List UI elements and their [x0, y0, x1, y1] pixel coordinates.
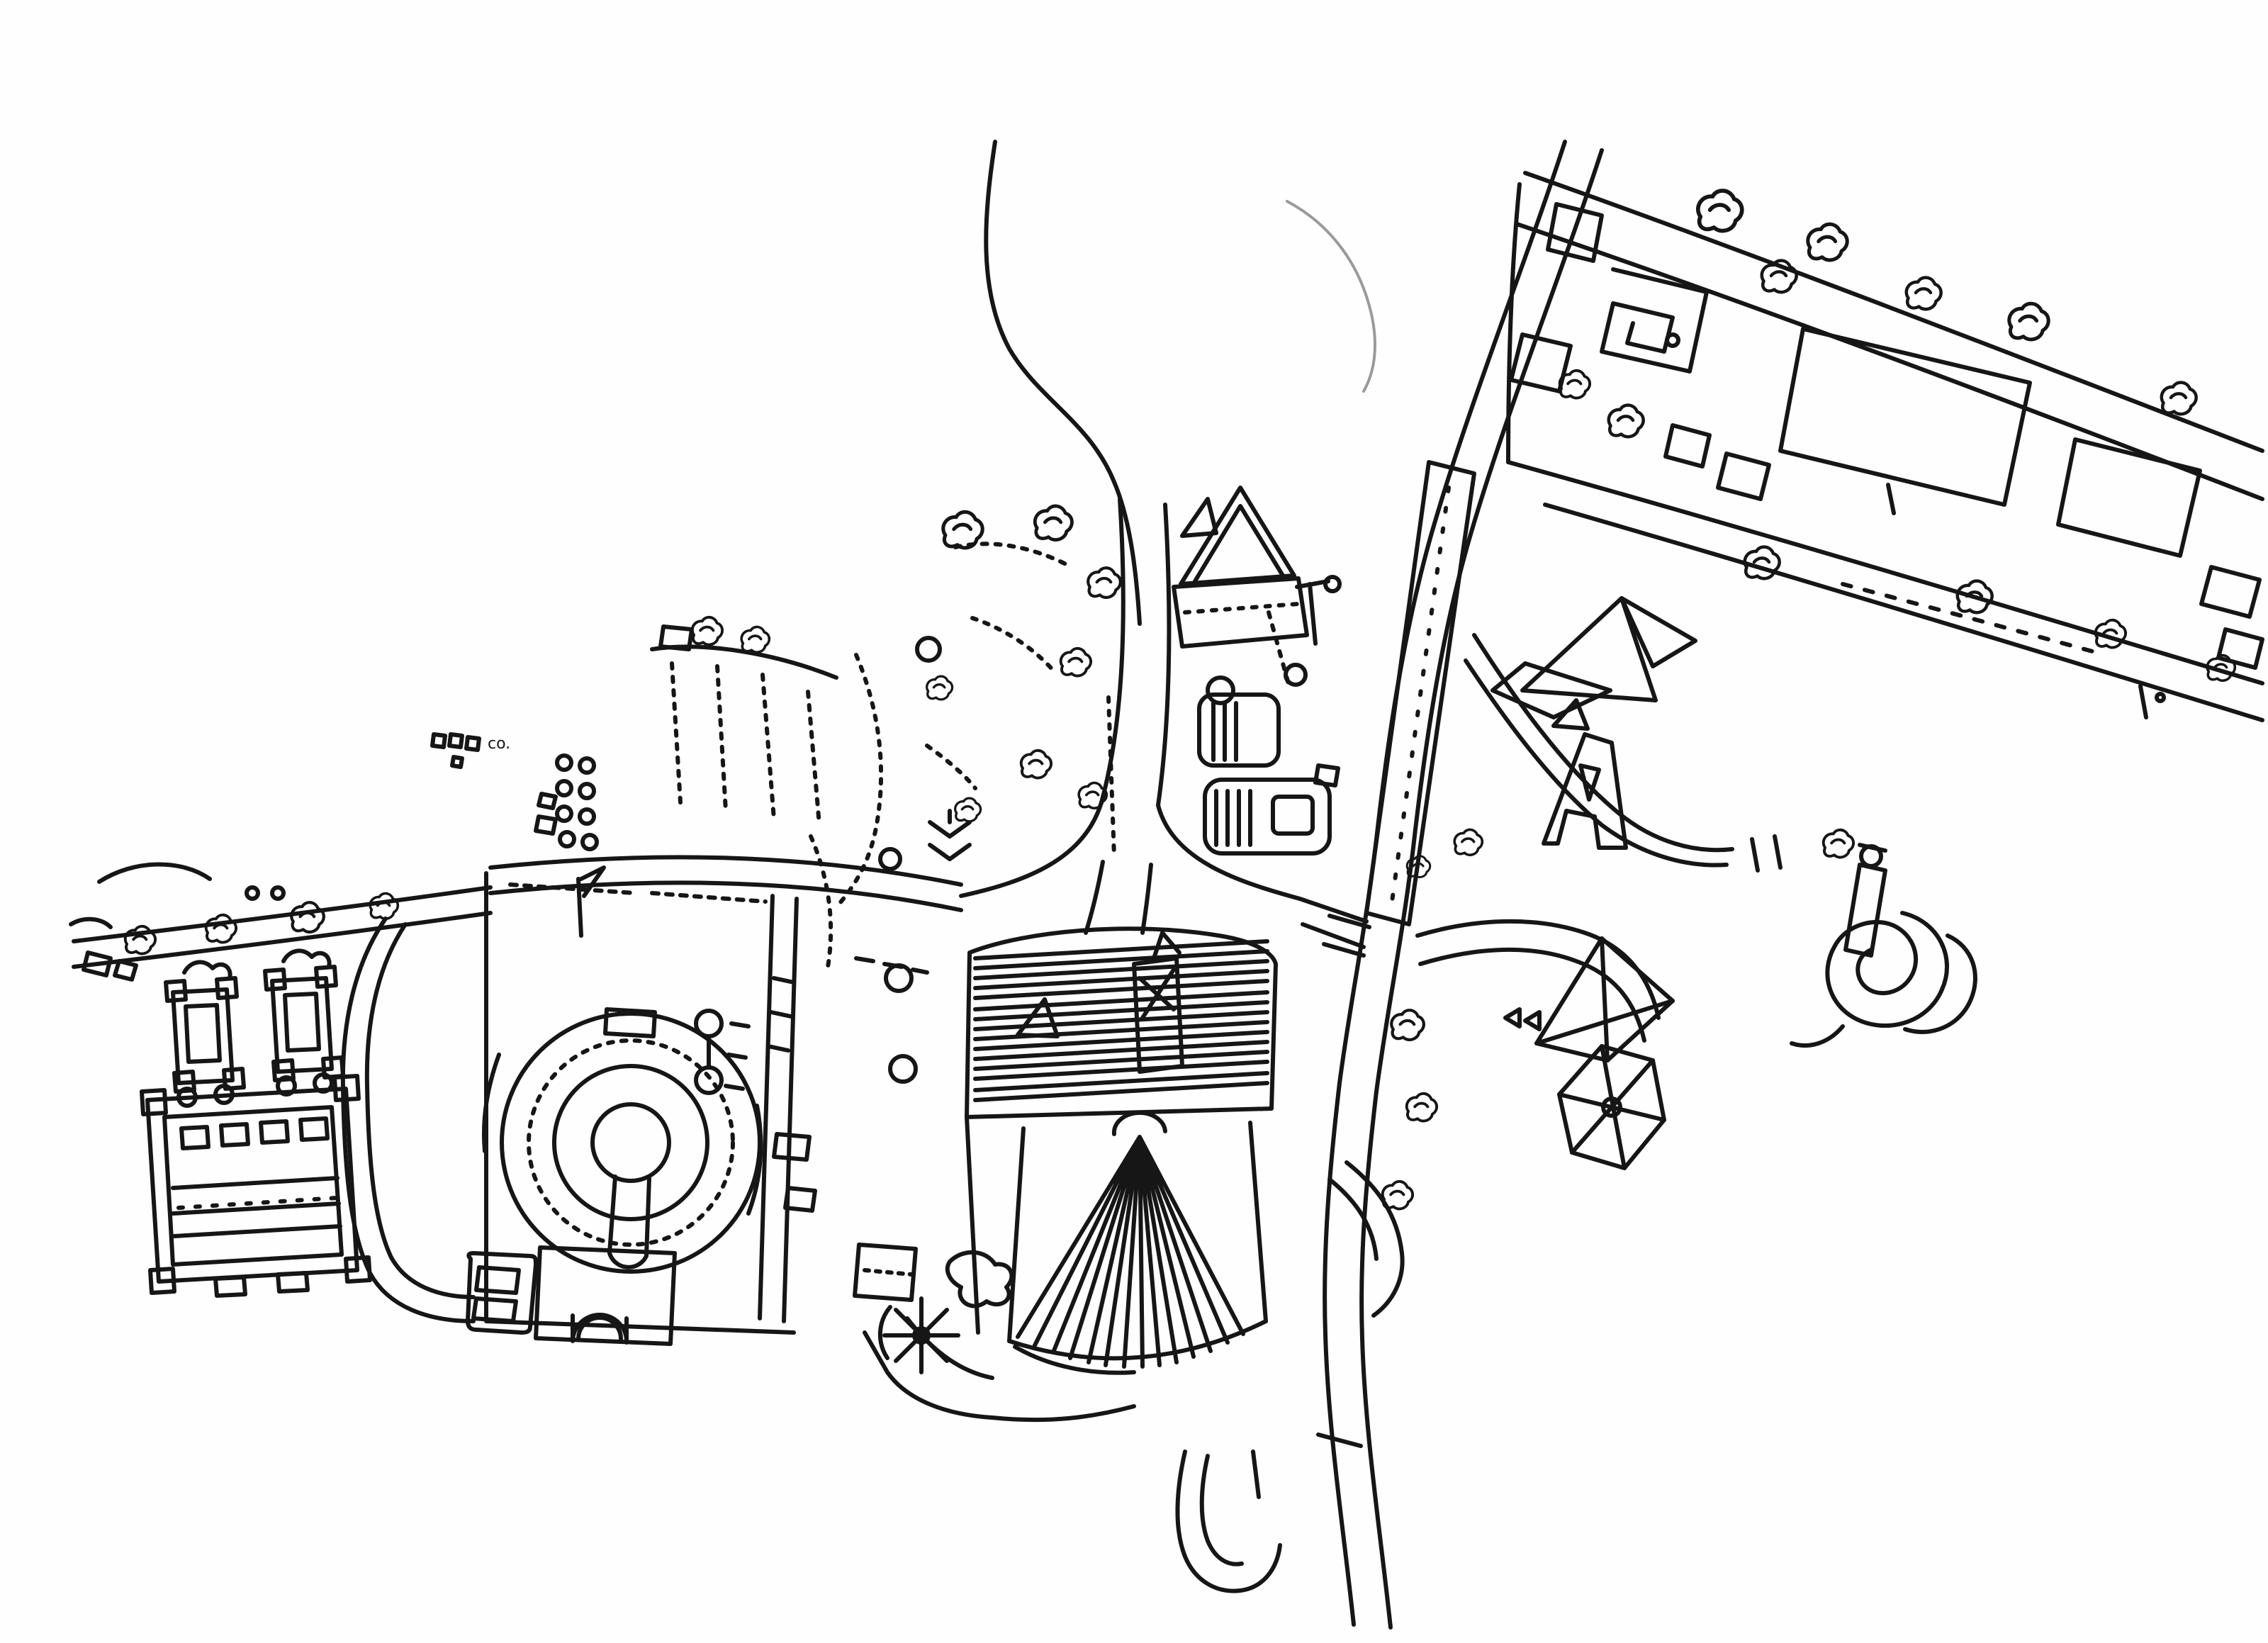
riverside-lane [1327, 1160, 1405, 1318]
block [1546, 202, 1604, 263]
parterre-court [140, 1074, 372, 1298]
machine-pavilion [166, 962, 244, 1106]
east-pyramids [1464, 596, 1783, 873]
small-tower [1843, 863, 1887, 958]
block [2199, 565, 2262, 619]
a-frame [1542, 732, 1628, 850]
gable-hall [1172, 486, 1342, 649]
pencil-arc [1286, 200, 1376, 393]
courtyard-buildings [1197, 610, 1340, 856]
block [2056, 437, 2202, 558]
central-avenue [488, 140, 1661, 1043]
striped-terraces [650, 624, 884, 969]
median-strip [1106, 695, 1116, 858]
block [2216, 627, 2264, 670]
west-road [69, 862, 493, 982]
spiral-building [1600, 267, 1709, 374]
station-strip [1364, 460, 1476, 926]
tiny-annex: co. [430, 732, 599, 851]
great-hall-and-fan [905, 926, 1278, 1380]
bushes [245, 332, 1680, 1084]
south-yard-marks [853, 1243, 1136, 1423]
circus-ring [481, 1007, 763, 1274]
bus-annex [466, 1251, 538, 1335]
geodesic-pavilion [1503, 936, 1675, 1170]
block [1716, 452, 1771, 501]
south-hook [1175, 1449, 1282, 1593]
rail-corridor [1316, 140, 1604, 1630]
snail-spiral [1790, 843, 1977, 1048]
hatched-stairs [925, 542, 1068, 861]
block [1509, 332, 1573, 393]
yard-marks [694, 976, 817, 1213]
block [1663, 423, 1712, 469]
braced-tower [1132, 931, 1184, 1074]
machine-pavilion [265, 951, 343, 1094]
northeast-district [1506, 171, 2264, 722]
large-block [1778, 327, 2032, 507]
scribble-text: co. [488, 735, 510, 753]
arch-hall [466, 1245, 677, 1346]
